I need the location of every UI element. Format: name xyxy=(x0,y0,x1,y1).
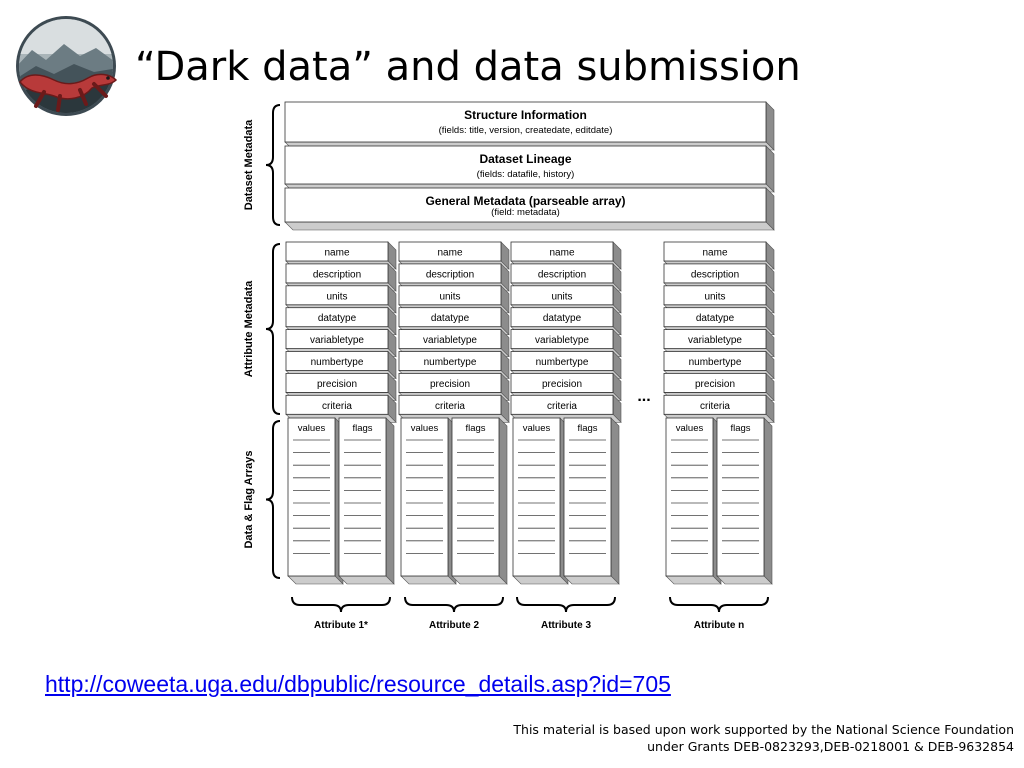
attribute-field-datatype: datatype xyxy=(318,313,357,324)
attribute-field-units: units xyxy=(326,291,347,302)
attribute-field-name: name xyxy=(437,248,462,259)
attribute-brace xyxy=(516,596,616,613)
metadata-structure-diagram: Structure Information (fields: title, ver… xyxy=(243,101,775,631)
attribute-label: Attribute 1* xyxy=(314,620,368,631)
salamander-logo-icon xyxy=(16,16,118,116)
array-header-values: values xyxy=(523,423,551,434)
attribute-field-units: units xyxy=(704,291,725,302)
credit-line-1: This material is based upon work support… xyxy=(513,722,1014,737)
attribute-field-numbertype: numbertype xyxy=(424,357,477,368)
attribute-field-datatype: datatype xyxy=(431,313,470,324)
array-header-flags: flags xyxy=(465,423,485,434)
attribute-brace xyxy=(291,596,391,613)
credit-line-2: under Grants DEB-0823293,DEB-0218001 & D… xyxy=(647,739,1014,754)
attribute-brace xyxy=(404,596,504,613)
dataset-block-title: General Metadata (parseable array) xyxy=(425,194,625,208)
dataset-block-subtitle: (field: metadata) xyxy=(491,207,560,218)
attribute-ellipsis: ... xyxy=(637,388,650,405)
group-brace-3 xyxy=(265,420,281,579)
attribute-field-description: description xyxy=(538,269,586,280)
attribute-field-variabletype: variabletype xyxy=(423,335,477,346)
dataset-block-3 xyxy=(284,187,775,231)
attribute-field-units: units xyxy=(551,291,572,302)
dataset-block-subtitle: (fields: datafile, history) xyxy=(477,169,575,180)
array-box-flags xyxy=(451,417,508,585)
dataset-block-subtitle: (fields: title, version, createdate, edi… xyxy=(439,125,613,136)
attribute-field-name: name xyxy=(324,248,349,259)
array-header-flags: flags xyxy=(577,423,597,434)
array-box-flags xyxy=(563,417,620,585)
array-header-values: values xyxy=(411,423,439,434)
attribute-label: Attribute n xyxy=(694,620,745,631)
array-box-values xyxy=(400,417,457,585)
array-box-flags xyxy=(716,417,773,585)
attribute-label: Attribute 2 xyxy=(429,620,479,631)
group-label: Dataset Metadata xyxy=(243,119,255,210)
diagram-root: Structure Information (fields: title, ver… xyxy=(243,101,775,631)
array-box-flags xyxy=(338,417,395,585)
group-brace-1 xyxy=(265,104,281,226)
array-header-values: values xyxy=(676,423,704,434)
attribute-field-numbertype: numbertype xyxy=(689,357,742,368)
attribute-field-description: description xyxy=(426,269,474,280)
attribute-field-criteria: criteria xyxy=(547,401,577,412)
attribute-field-numbertype: numbertype xyxy=(311,357,364,368)
attribute-field-units: units xyxy=(439,291,460,302)
group-label: Attribute Metadata xyxy=(243,280,255,377)
attribute-field-precision: precision xyxy=(542,379,582,390)
array-box-values xyxy=(287,417,344,585)
attribute-field-criteria: criteria xyxy=(700,401,730,412)
attribute-field-criteria: criteria xyxy=(322,401,352,412)
attribute-field-precision: precision xyxy=(317,379,357,390)
attribute-field-variabletype: variabletype xyxy=(535,335,589,346)
attribute-brace xyxy=(669,596,769,613)
attribute-field-variabletype: variabletype xyxy=(310,335,364,346)
dataset-block-title: Structure Information xyxy=(464,108,587,122)
dataset-block-title: Dataset Lineage xyxy=(479,152,571,166)
array-header-flags: flags xyxy=(352,423,372,434)
array-box-values xyxy=(665,417,722,585)
group-brace-2 xyxy=(265,243,281,415)
source-link[interactable]: http://coweeta.uga.edu/dbpublic/resource… xyxy=(45,671,671,697)
array-header-flags: flags xyxy=(730,423,750,434)
attribute-field-criteria: criteria xyxy=(435,401,465,412)
attribute-field-datatype: datatype xyxy=(696,313,735,324)
attribute-field-datatype: datatype xyxy=(543,313,582,324)
attribute-field-name: name xyxy=(549,248,574,259)
funding-credit: This material is based upon work support… xyxy=(314,721,1014,755)
group-label: Data & Flag Arrays xyxy=(243,450,255,548)
attribute-field-precision: precision xyxy=(695,379,735,390)
attribute-field-precision: precision xyxy=(430,379,470,390)
attribute-field-variabletype: variabletype xyxy=(688,335,742,346)
slide-title: “Dark data” and data submission xyxy=(135,44,801,90)
attribute-field-numbertype: numbertype xyxy=(536,357,589,368)
attribute-field-description: description xyxy=(691,269,739,280)
array-box-values xyxy=(512,417,569,585)
array-header-values: values xyxy=(298,423,326,434)
attribute-field-name: name xyxy=(702,248,727,259)
attribute-field-description: description xyxy=(313,269,361,280)
attribute-label: Attribute 3 xyxy=(541,620,591,631)
